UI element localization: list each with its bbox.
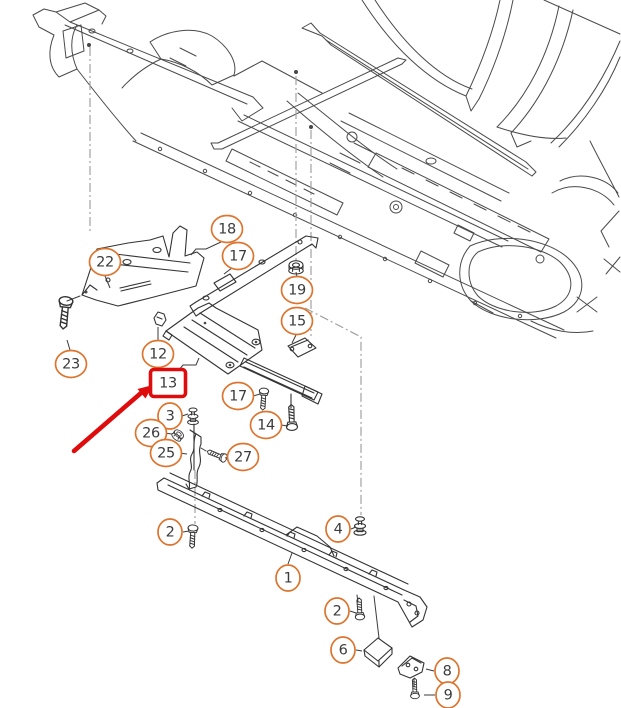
callout-circle: [221, 241, 255, 271]
callout-label: 12: [149, 347, 167, 363]
callout-circle: [325, 515, 351, 543]
callout-label: 4: [334, 522, 343, 538]
callout-17a[interactable]: 17: [221, 241, 255, 271]
fastener-screw-23: [55, 295, 81, 331]
callout-9[interactable]: 9: [435, 681, 461, 708]
callout-circle: [141, 339, 175, 369]
fastener-screw-17: [257, 387, 270, 411]
callout-4[interactable]: 4: [325, 515, 351, 543]
part-6-pad: [363, 595, 393, 668]
callout-label: 2: [166, 525, 175, 541]
callout-label: 17: [229, 389, 247, 405]
callout-23[interactable]: 23: [54, 349, 88, 379]
callout-circle: [157, 518, 183, 546]
callout-label: 1: [284, 571, 293, 587]
callout-circle: [330, 636, 356, 664]
callout-15[interactable]: 15: [280, 306, 314, 336]
callout-6[interactable]: 6: [330, 636, 356, 664]
fastener-screw-2a: [186, 524, 199, 549]
callout-circle: [134, 418, 168, 448]
part-25-bracket: [185, 423, 202, 490]
callout-label: 8: [443, 664, 452, 680]
callout-label: 14: [257, 418, 275, 434]
callout-circle: [157, 402, 183, 430]
callout-2a[interactable]: 2: [157, 518, 183, 546]
callout-label: 15: [288, 314, 306, 330]
callout-18[interactable]: 18: [210, 214, 244, 244]
highlight-box: [148, 367, 188, 399]
callout-14[interactable]: 14: [249, 410, 283, 440]
callout-25[interactable]: 25: [149, 438, 183, 468]
callout-circle: [249, 410, 283, 440]
centerlines: [87, 43, 362, 524]
callout-circle: [324, 597, 350, 625]
callout-circle: [210, 214, 244, 244]
callout-label: 18: [218, 222, 236, 238]
fastener-screw-14: [285, 393, 299, 432]
callout-label: 13: [159, 376, 177, 392]
callout-label: 27: [234, 450, 252, 466]
callout-label: 6: [339, 643, 348, 659]
fastener-screw-27: [200, 446, 229, 464]
callout-label: 9: [444, 688, 453, 704]
part-1-sill-trim: [156, 472, 428, 628]
callout-3[interactable]: 3: [157, 402, 183, 430]
callout-circle: [275, 564, 301, 592]
part-8-bracket: [397, 655, 425, 679]
part-17-18-rail: [189, 235, 319, 317]
part-15-plate: [287, 337, 317, 358]
callout-8[interactable]: 8: [434, 657, 460, 685]
callout-circle: [221, 381, 255, 411]
callout-22[interactable]: 22: [88, 247, 122, 277]
callout-label: 19: [288, 283, 306, 299]
callout-label: 23: [62, 357, 80, 373]
callout-12[interactable]: 12: [141, 339, 175, 369]
callout-1[interactable]: 1: [275, 564, 301, 592]
callout-circle: [88, 247, 122, 277]
fastener-clip-3: [187, 407, 199, 426]
fastener-clip-12: [153, 311, 167, 327]
callout-27[interactable]: 27: [226, 442, 260, 472]
part-12-13-underbody-panel: [162, 302, 323, 405]
callout-19[interactable]: 19: [280, 275, 314, 305]
callout-circle: [435, 681, 461, 708]
callout-label: 17: [229, 249, 247, 265]
callout-label: 22: [96, 255, 114, 271]
callout-circle: [280, 306, 314, 336]
callout-17b[interactable]: 17: [221, 381, 255, 411]
callout-circle: [226, 442, 260, 472]
callout-label: 3: [166, 409, 175, 425]
callout-13[interactable]: 13: [148, 367, 188, 399]
callout-label: 26: [142, 426, 160, 442]
fastener-screw-9: [409, 677, 420, 700]
vehicle-body-drawing: [32, 0, 621, 339]
callout-circle: [54, 349, 88, 379]
callout-2b[interactable]: 2: [324, 597, 350, 625]
callout-circle: [280, 275, 314, 305]
callout-label: 25: [157, 446, 175, 462]
callout-circle: [149, 438, 183, 468]
fastener-clip-4: [353, 516, 367, 536]
callout-label: 2: [333, 604, 342, 620]
fastener-screw-2b: [353, 594, 366, 621]
callout-26[interactable]: 26: [134, 418, 168, 448]
